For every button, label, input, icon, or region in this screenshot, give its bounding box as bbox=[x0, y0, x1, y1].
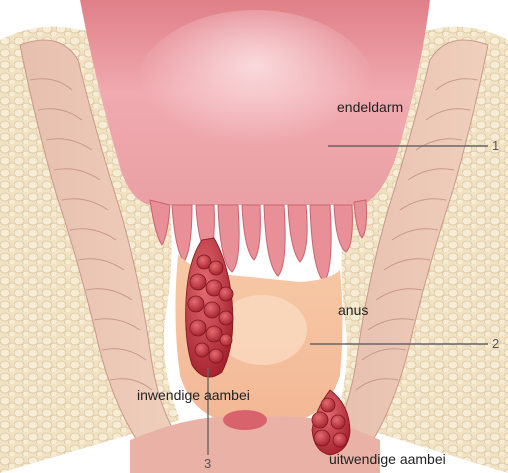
label-external-hemorrhoid: uitwendige aambei bbox=[329, 452, 446, 466]
callout-number-1: 1 bbox=[492, 139, 499, 152]
callout-number-3: 3 bbox=[204, 457, 211, 470]
callout-number-2: 2 bbox=[492, 337, 499, 350]
anal-opening bbox=[223, 410, 267, 430]
label-rectum: endeldarm bbox=[337, 100, 403, 114]
label-anus: anus bbox=[338, 303, 368, 317]
label-internal-hemorrhoid: inwendige aambei bbox=[137, 388, 250, 402]
